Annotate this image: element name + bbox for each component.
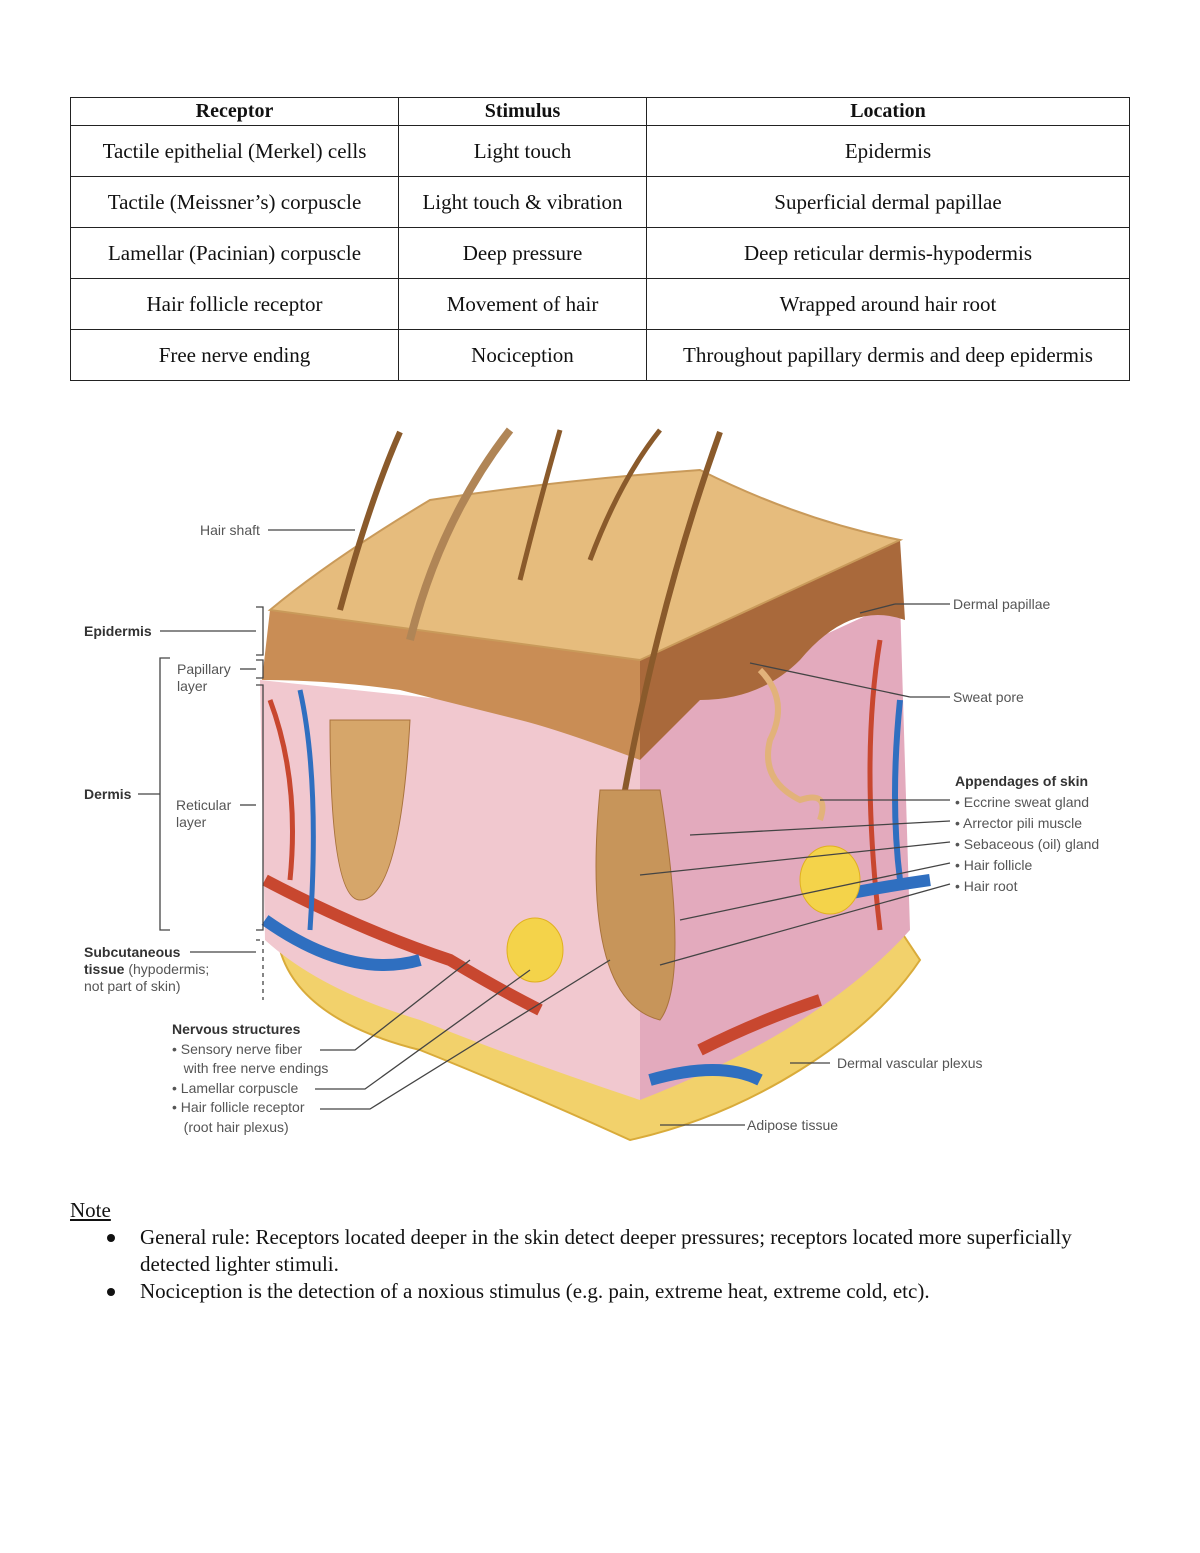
- receptor-table: Receptor Stimulus Location Tactile epith…: [70, 97, 1130, 381]
- label-reticular-line2: layer: [176, 814, 207, 830]
- cell-receptor: Lamellar (Pacinian) corpuscle: [70, 227, 399, 279]
- notes-section: Note General rule: Receptors located dee…: [70, 1197, 1120, 1305]
- notes-list: General rule: Receptors located deeper i…: [70, 1224, 1120, 1305]
- nervous-structures-legend: Nervous structures • Sensory nerve fiber…: [172, 1020, 328, 1137]
- label-dermis: Dermis: [84, 786, 132, 802]
- legend-item: • Arrector pili muscle: [955, 815, 1083, 831]
- note-item: Nociception is the detection of a noxiou…: [107, 1278, 1120, 1305]
- appendages-title: Appendages of skin: [955, 773, 1089, 789]
- label-epidermis: Epidermis: [84, 623, 152, 639]
- legend-item: with free nerve endings: [183, 1060, 329, 1076]
- legend-item: • Hair follicle: [955, 857, 1033, 873]
- header-stimulus: Stimulus: [398, 97, 647, 126]
- label-reticular-line1: Reticular: [176, 797, 232, 813]
- appendages-legend: Appendages of skin • Eccrine sweat gland…: [955, 771, 1099, 897]
- cell-stimulus: Nociception: [398, 329, 647, 381]
- label-dermal-papillae: Dermal papillae: [953, 596, 1051, 612]
- nervous-structures-title: Nervous structures: [172, 1021, 301, 1037]
- legend-item: (root hair plexus): [183, 1118, 289, 1135]
- label-sweat-pore: Sweat pore: [953, 689, 1024, 705]
- legend-item: • Lamellar corpuscle: [172, 1079, 299, 1096]
- cell-receptor: Hair follicle receptor: [70, 278, 399, 330]
- table-header-row: Receptor Stimulus Location: [70, 97, 1130, 126]
- notes-title: Note: [70, 1198, 111, 1222]
- cell-stimulus: Light touch & vibration: [398, 176, 647, 228]
- legend-item: • Hair root: [955, 878, 1018, 894]
- label-subcut-rest: (hypodermis;: [128, 961, 210, 977]
- note-item: General rule: Receptors located deeper i…: [107, 1224, 1120, 1278]
- header-receptor: Receptor: [70, 97, 399, 126]
- legend-item: • Hair follicle receptor: [172, 1099, 305, 1115]
- label-papillary-line1: Papillary: [177, 661, 231, 677]
- cell-receptor: Tactile epithelial (Merkel) cells: [70, 125, 399, 177]
- label-adipose-tissue: Adipose tissue: [747, 1117, 839, 1133]
- cell-location: Deep reticular dermis-hypodermis: [646, 227, 1130, 279]
- cell-location: Wrapped around hair root: [646, 278, 1130, 330]
- label-subcut-bold2: tissue: [84, 961, 125, 977]
- label-subcut-bold1: Subcutaneous: [84, 944, 181, 960]
- label-papillary-line2: layer: [177, 678, 208, 694]
- label-hair-shaft: Hair shaft: [200, 522, 260, 538]
- legend-item: • Sebaceous (oil) gland: [955, 836, 1100, 852]
- label-dermal-vascular-plexus: Dermal vascular plexus: [837, 1055, 983, 1071]
- cell-stimulus: Movement of hair: [398, 278, 647, 330]
- cell-location: Superficial dermal papillae: [646, 176, 1130, 228]
- label-subcut-rest2: not part of skin): [84, 978, 181, 994]
- cell-location: Throughout papillary dermis and deep epi…: [646, 329, 1130, 381]
- cell-receptor: Free nerve ending: [70, 329, 399, 381]
- legend-item: • Eccrine sweat gland: [955, 794, 1090, 810]
- legend-item: • Sensory nerve fiber: [172, 1040, 303, 1057]
